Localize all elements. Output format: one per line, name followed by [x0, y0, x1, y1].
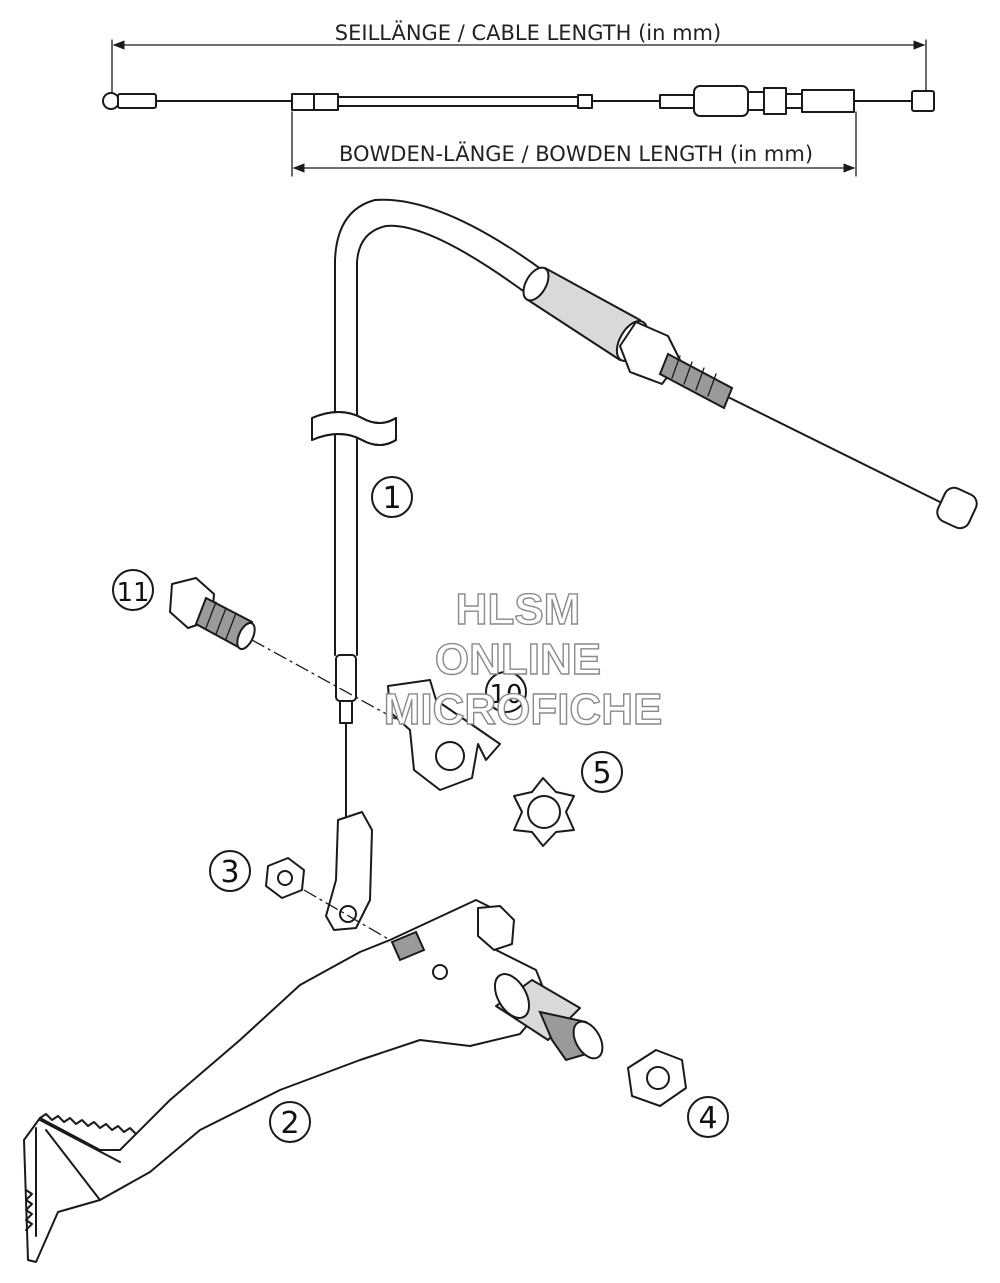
callout-5-label: 5 — [592, 756, 611, 791]
bracket-part-10 — [387, 679, 501, 791]
watermark-line-2: ONLINE — [435, 635, 601, 684]
bowden-length-dimension: BOWDEN-LÄNGE / BOWDEN LENGTH (in mm) — [291, 111, 857, 177]
bolt-part-11 — [169, 577, 471, 761]
callout-10-label: 10 — [489, 680, 522, 710]
watermark-line-3: MICROFICHE — [384, 685, 663, 734]
callout-3: 3 — [209, 850, 251, 892]
callout-5: 5 — [581, 751, 623, 793]
callout-11-label: 11 — [116, 578, 149, 608]
callout-1: 1 — [371, 476, 413, 518]
callout-2-label: 2 — [280, 1106, 299, 1141]
bowden-length-label: BOWDEN-LÄNGE / BOWDEN LENGTH (in mm) — [339, 141, 813, 166]
star-washer-part-5 — [513, 777, 575, 847]
cable-schematic — [102, 85, 935, 117]
callout-4-label: 4 — [698, 1101, 717, 1136]
nut-part-3 — [265, 857, 391, 941]
cable-length-label: SEILLÄNGE / CABLE LENGTH (in mm) — [335, 20, 721, 45]
callout-1-label: 1 — [382, 481, 401, 516]
callout-11: 11 — [112, 569, 154, 611]
callout-3-label: 3 — [220, 855, 239, 890]
brake-cable-part-1 — [311, 198, 978, 931]
callout-2: 2 — [269, 1101, 311, 1143]
flange-nut-part-4 — [627, 1049, 687, 1107]
watermark-line-1: HLSM — [456, 585, 581, 634]
brake-pedal-part-2 — [23, 899, 604, 1263]
callout-10: 10 — [485, 671, 527, 713]
watermark: HLSM ONLINE MICROFICHE — [383, 584, 663, 734]
callout-4: 4 — [687, 1096, 729, 1138]
cable-length-dimension: SEILLÄNGE / CABLE LENGTH (in mm) — [111, 20, 927, 93]
